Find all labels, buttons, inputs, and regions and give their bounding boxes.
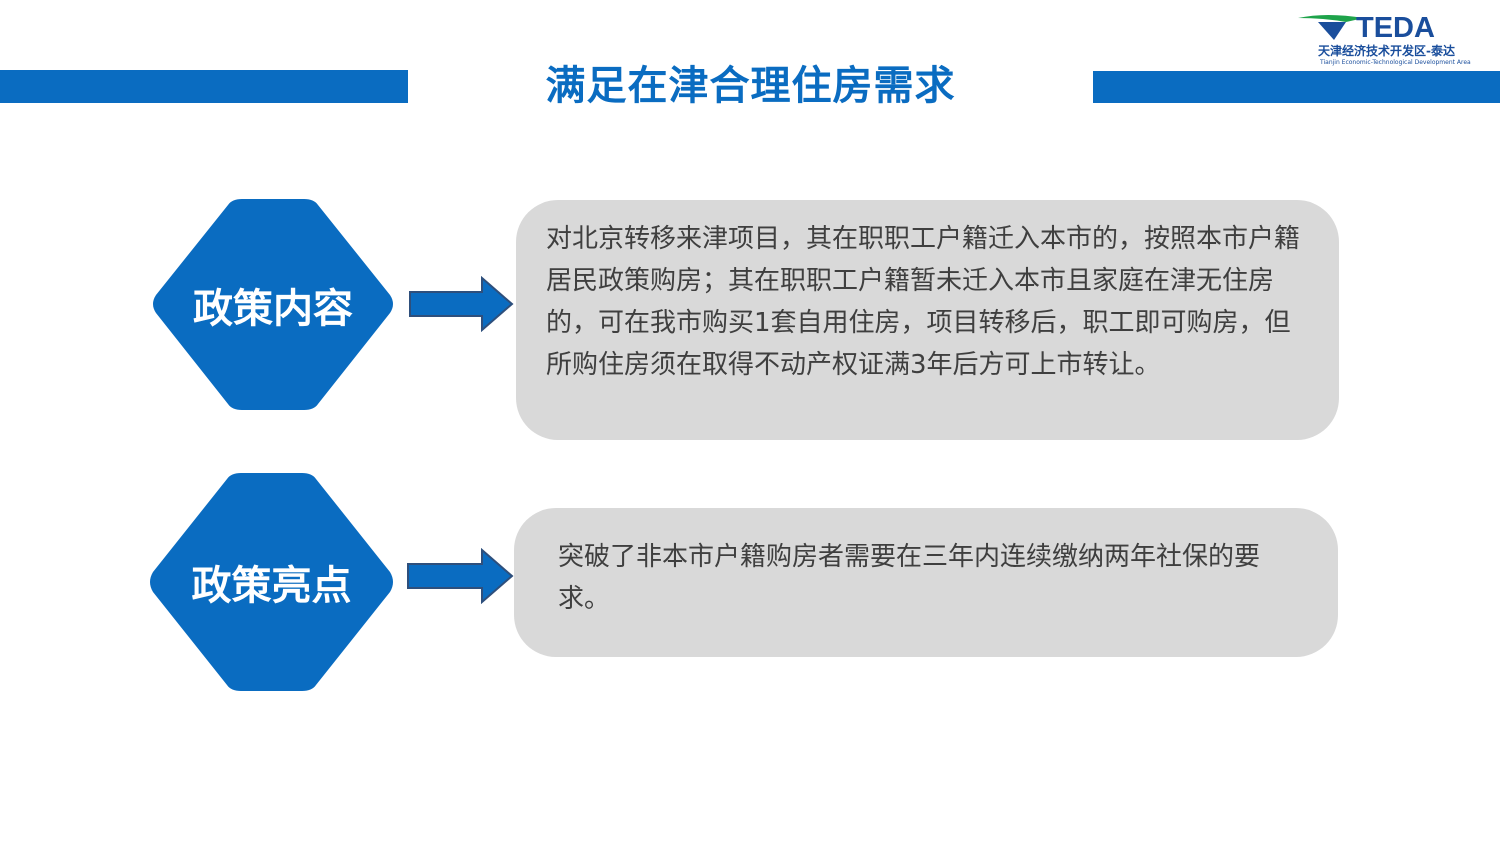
header-band-right	[1093, 71, 1500, 103]
hexagon-shape-icon	[150, 473, 393, 691]
section-2-text: 突破了非本市户籍购房者需要在三年内连续缴纳两年社保的要求。	[558, 542, 1261, 614]
section-2-label: 政策亮点	[191, 563, 352, 609]
logo-cn-name: 天津经济技术开发区-泰达	[1318, 44, 1455, 58]
teda-wing-icon	[1298, 15, 1364, 40]
section-1-text: 对北京转移来津项目，其在职职工户籍迁入本市的，按照本市户籍居民政策购房；其在职职…	[546, 224, 1301, 380]
section-1-content-box: 对北京转移来津项目，其在职职工户籍迁入本市的，按照本市户籍居民政策购房；其在职职…	[516, 200, 1339, 440]
section-2-content-box: 突破了非本市户籍购房者需要在三年内连续缴纳两年社保的要求。	[514, 508, 1338, 657]
page-title: 满足在津合理住房需求	[545, 63, 956, 109]
section-1-hexagon: 政策内容	[150, 199, 396, 410]
section-2-hexagon: 政策亮点	[147, 473, 396, 691]
section-2-arrow-icon	[406, 547, 514, 605]
section-1-arrow-icon	[408, 275, 514, 333]
hexagon-shape-icon	[153, 199, 393, 410]
teda-logo: TEDA 天津经济技术开发区-泰达 Tianjin Economic-Techn…	[1296, 10, 1476, 68]
header-band-left	[0, 70, 408, 103]
section-1-label: 政策内容	[193, 285, 353, 332]
logo-en-name: Tianjin Economic-Technological Developme…	[1320, 59, 1471, 66]
logo-brand: TEDA	[1356, 12, 1435, 44]
